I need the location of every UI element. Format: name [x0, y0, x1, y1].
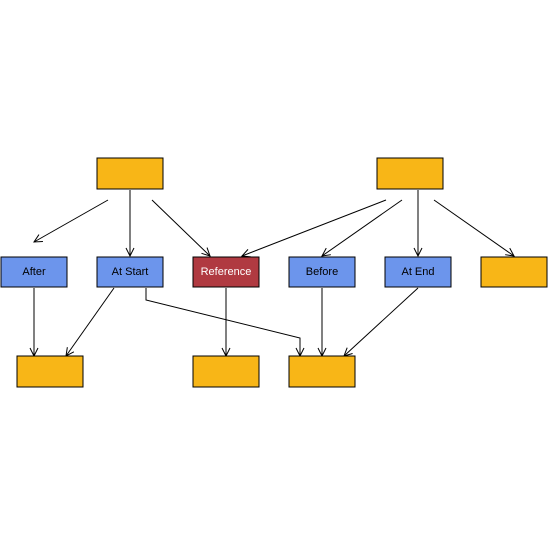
node-reference-label: Reference [201, 266, 252, 278]
node-after-label: After [22, 266, 46, 278]
node-top-right-box [376, 157, 444, 190]
edge-top-left-to-reference [151, 199, 210, 256]
node-at-end[interactable]: At End [384, 256, 452, 288]
node-mid-right-box [480, 256, 548, 288]
node-before-box [288, 256, 356, 288]
node-reference-box [192, 256, 260, 288]
node-bottom-middle[interactable] [192, 355, 260, 388]
node-top-right[interactable] [376, 157, 444, 190]
edges [34, 190, 514, 356]
node-before-label: Before [306, 266, 338, 278]
edge-at-end-to-bottom-right [344, 287, 419, 356]
node-at-end-label: At End [401, 266, 434, 278]
node-mid-right[interactable] [480, 256, 548, 288]
nodes: After At Start Reference Before At End [0, 157, 548, 388]
edge-top-left-to-after [34, 199, 109, 242]
node-bottom-middle-box [192, 355, 260, 388]
node-at-start[interactable]: At Start [96, 256, 164, 288]
node-top-left[interactable] [96, 157, 164, 190]
node-after-box [0, 256, 68, 288]
node-bottom-left[interactable] [16, 355, 84, 388]
edge-top-right-to-mid-right [433, 199, 514, 256]
edge-at-start-to-bottom-right [145, 288, 300, 356]
node-at-end-box [384, 256, 452, 288]
node-bottom-left-box [16, 355, 84, 388]
edge-at-start-to-bottom-left [66, 287, 115, 356]
edge-top-right-to-reference [242, 199, 387, 256]
node-after[interactable]: After [0, 256, 68, 288]
node-bottom-right[interactable] [288, 355, 356, 388]
node-bottom-right-box [288, 355, 356, 388]
edge-top-right-to-before [322, 199, 403, 256]
node-before[interactable]: Before [288, 256, 356, 288]
node-top-left-box [96, 157, 164, 190]
node-at-start-box [96, 256, 164, 288]
node-reference[interactable]: Reference [192, 256, 260, 288]
node-at-start-label: At Start [112, 266, 149, 278]
